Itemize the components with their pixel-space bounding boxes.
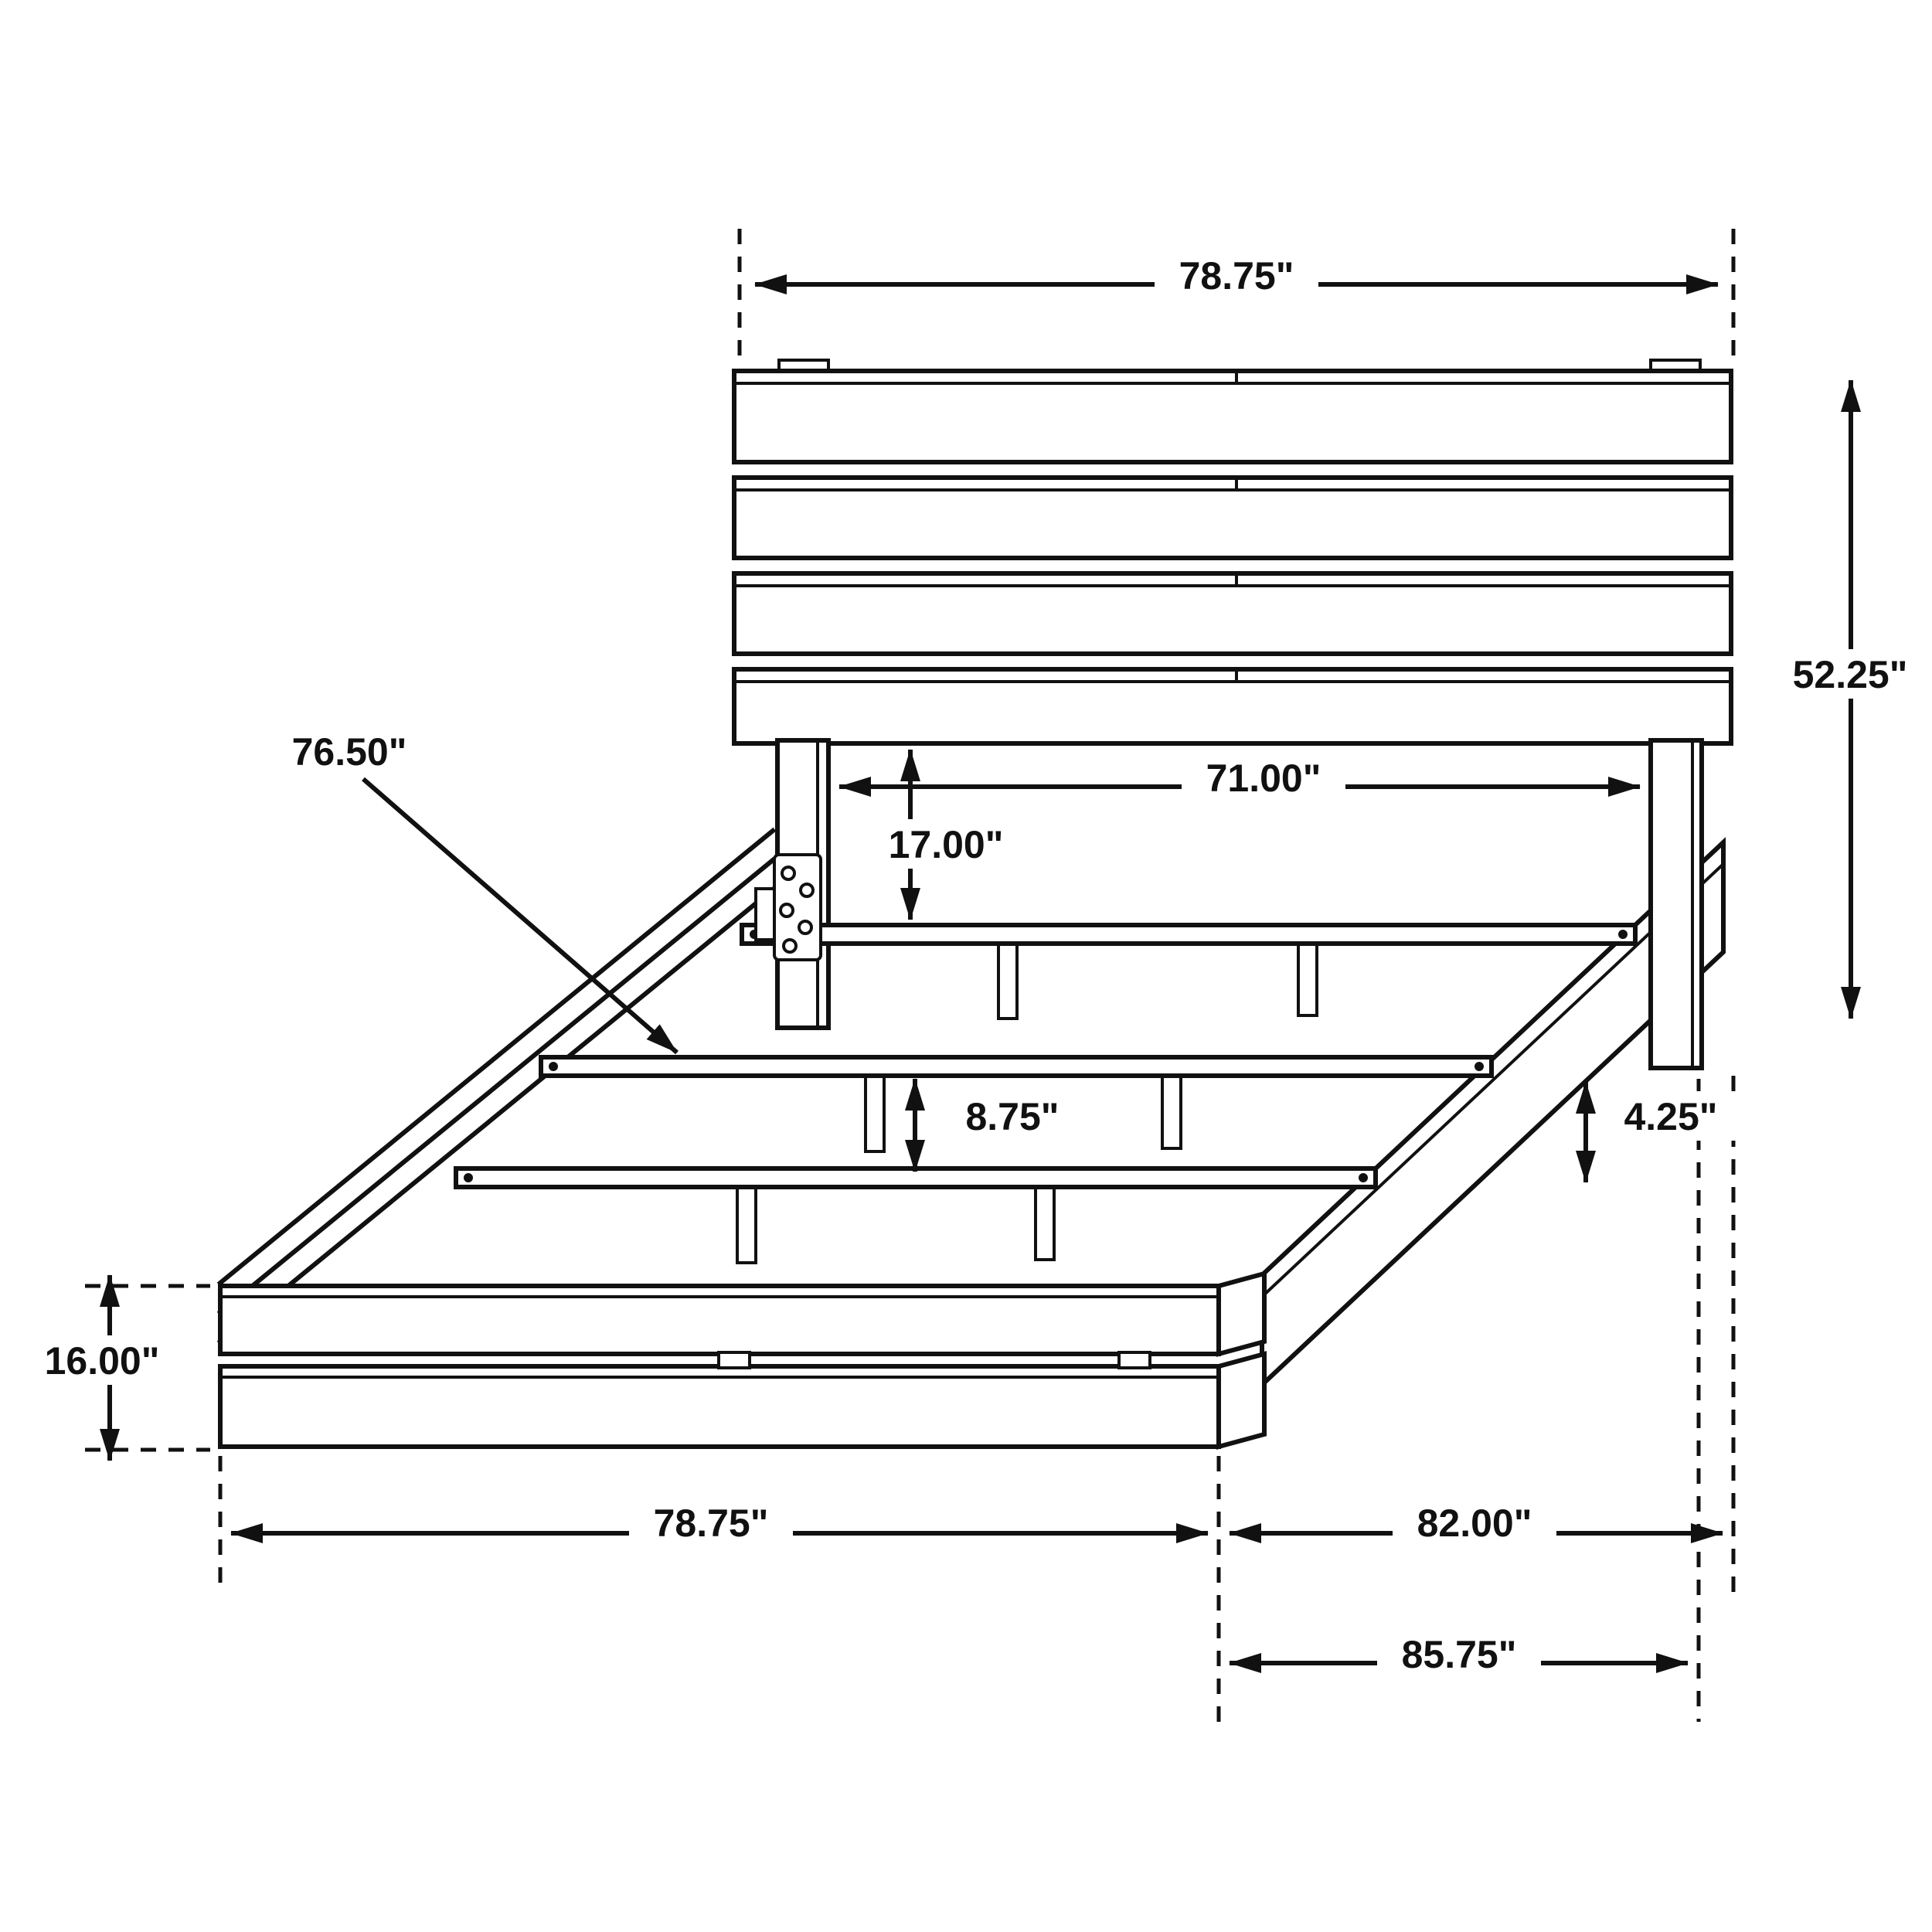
label-bg (864, 819, 1028, 869)
label-headboard-to-slat: 17.00" (889, 823, 1004, 866)
label-bg (1377, 1629, 1541, 1679)
label-bg (941, 1091, 1083, 1141)
footboard (218, 1270, 1267, 1450)
slat-rear-leg-2 (1297, 940, 1318, 1017)
slat-middle (539, 1055, 1494, 1153)
label-slat-support-height: 8.75" (965, 1095, 1059, 1138)
slat-rear-leg-1 (997, 940, 1019, 1020)
label-headboard-width: 78.75" (1179, 254, 1294, 298)
label-bg (1393, 1498, 1556, 1547)
label-bg (1155, 250, 1318, 300)
slat-front-leg-1 (736, 1184, 757, 1264)
footboard-plank-bottom-side (1216, 1351, 1267, 1450)
footboard-connector-1 (717, 1351, 751, 1369)
label-bg (1600, 1091, 1742, 1141)
dimension-annotations: 78.75" 52.25" 76.50" 71.00" 17.00" 8.75"… (20, 229, 1931, 1722)
label-bg (20, 1335, 184, 1385)
label-slat-length: 76.50" (292, 730, 407, 774)
headboard-leg-right (1648, 738, 1704, 1070)
label-headboard-height: 52.25" (1793, 653, 1908, 696)
bed-frame-drawing (216, 359, 1733, 1450)
label-bg (267, 726, 431, 776)
headboard-plank-1 (732, 369, 1733, 464)
slat-rear (740, 923, 1638, 1020)
footboard-connector-2 (1117, 1351, 1151, 1369)
label-platform-length: 82.00" (1417, 1502, 1532, 1545)
label-between-legs: 71.00" (1206, 757, 1321, 800)
rail-bracket (754, 853, 822, 961)
label-bg (1769, 649, 1931, 699)
slat-middle-leg-1 (864, 1073, 886, 1153)
side-rail-left (216, 827, 777, 1345)
slat-front (454, 1166, 1378, 1264)
label-footboard-width: 78.75" (654, 1502, 769, 1545)
dim-labels: 78.75" 52.25" 76.50" 71.00" 17.00" 8.75"… (20, 250, 1931, 1679)
footboard-plank-top-side (1216, 1270, 1267, 1357)
label-overall-length: 85.75" (1402, 1633, 1517, 1676)
label-bg (1182, 753, 1345, 802)
label-rail-height: 4.25" (1624, 1095, 1717, 1138)
slat-front-leg-2 (1034, 1184, 1056, 1261)
headboard (732, 359, 1733, 746)
leader-slat-length (362, 777, 679, 1055)
footboard-plank-bottom (218, 1364, 1221, 1449)
label-bg (629, 1498, 793, 1547)
slat-middle-leg-2 (1161, 1073, 1182, 1150)
label-footboard-height: 16.00" (45, 1339, 160, 1383)
